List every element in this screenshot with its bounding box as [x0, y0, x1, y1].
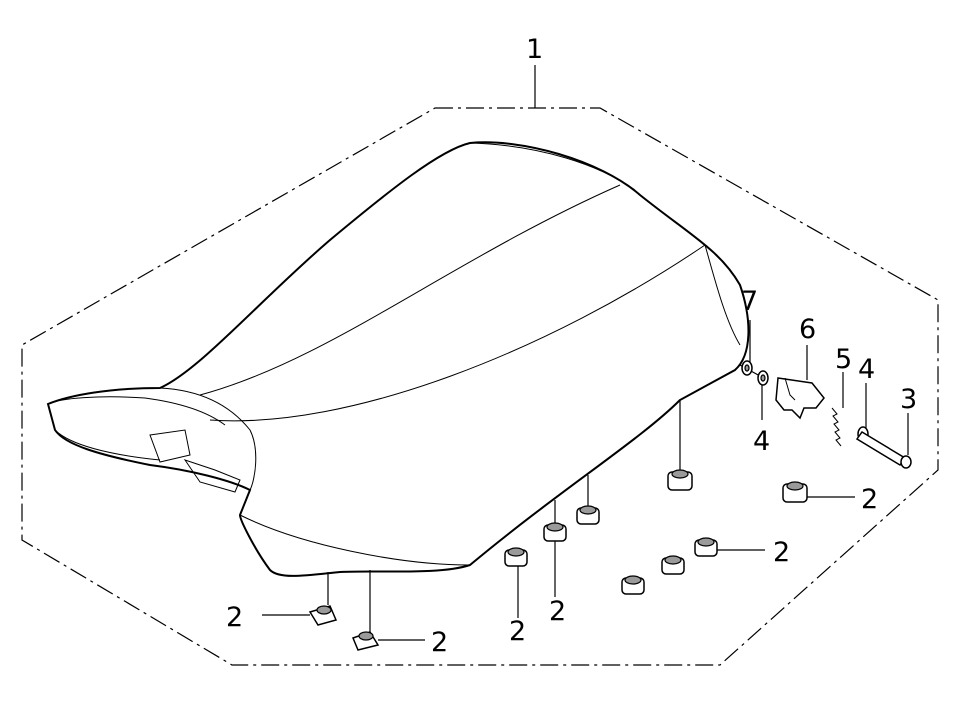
callout-4-left: 4	[753, 426, 770, 457]
callout-2-center: 2	[549, 596, 566, 627]
callout-2-left: 2	[226, 602, 243, 633]
grommet	[782, 481, 808, 503]
callout-2-right: 2	[861, 484, 878, 515]
callout-2-mid: 2	[773, 537, 790, 568]
grommet	[308, 605, 338, 626]
grommet	[667, 469, 693, 491]
callout-4-right: 4	[858, 354, 875, 385]
latch-bracket	[775, 377, 825, 420]
grommet	[694, 537, 718, 557]
grommet	[621, 575, 645, 595]
assembly-boundary	[21, 107, 939, 666]
callout-7: 7	[741, 286, 758, 317]
washer-4	[757, 370, 769, 386]
grommet	[543, 522, 567, 542]
callout-1: 1	[526, 34, 543, 65]
callout-2-lower: 2	[509, 616, 526, 647]
callout-5: 5	[835, 344, 852, 375]
seat	[46, 141, 750, 577]
callout-3: 3	[900, 384, 917, 415]
grommet	[661, 555, 685, 575]
grommet	[504, 547, 528, 567]
washer-7	[741, 360, 753, 376]
grommet	[352, 631, 380, 651]
grommet	[576, 505, 600, 525]
callout-6: 6	[799, 314, 816, 345]
pin	[855, 430, 912, 469]
spring	[831, 407, 842, 447]
callout-2-bottom: 2	[431, 627, 448, 658]
